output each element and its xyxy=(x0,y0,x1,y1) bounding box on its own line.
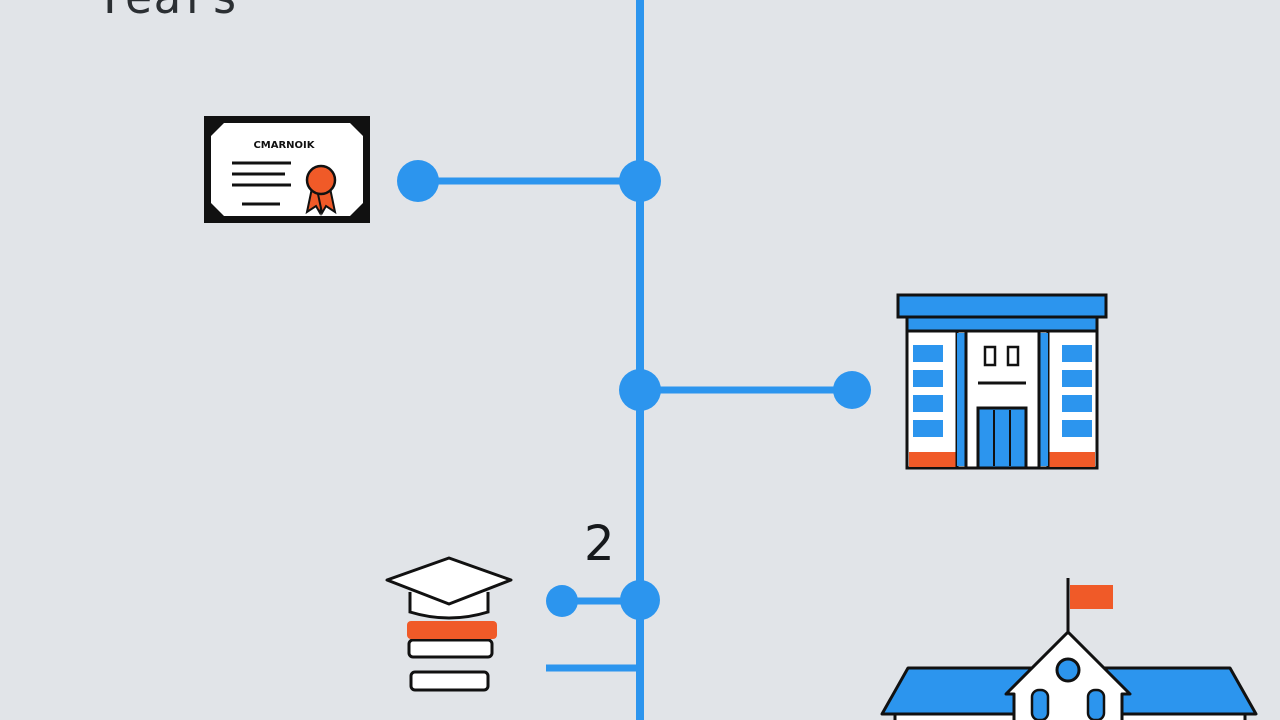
office-building-icon xyxy=(896,293,1108,470)
page-title: Years xyxy=(96,0,239,24)
certificate-icon: CMARNOIK xyxy=(204,116,370,223)
timeline-connector-1 xyxy=(397,160,661,202)
timeline-node-label: 2 xyxy=(584,516,615,572)
award-ribbon-icon xyxy=(305,164,337,216)
connector-end-dot xyxy=(397,160,439,202)
timeline-node xyxy=(620,580,660,620)
timeline-connector-2 xyxy=(619,369,871,411)
flag-icon xyxy=(1070,585,1113,609)
graduation-cap-books-icon xyxy=(385,556,513,692)
school-building-icon xyxy=(880,578,1258,720)
timeline-node xyxy=(619,369,661,411)
timeline-node xyxy=(619,160,661,202)
timeline-connector-3 xyxy=(546,580,660,620)
certificate-heading: CMARNOIK xyxy=(253,140,315,151)
connector-end-dot xyxy=(833,371,871,409)
connector-end-dot xyxy=(546,585,578,617)
